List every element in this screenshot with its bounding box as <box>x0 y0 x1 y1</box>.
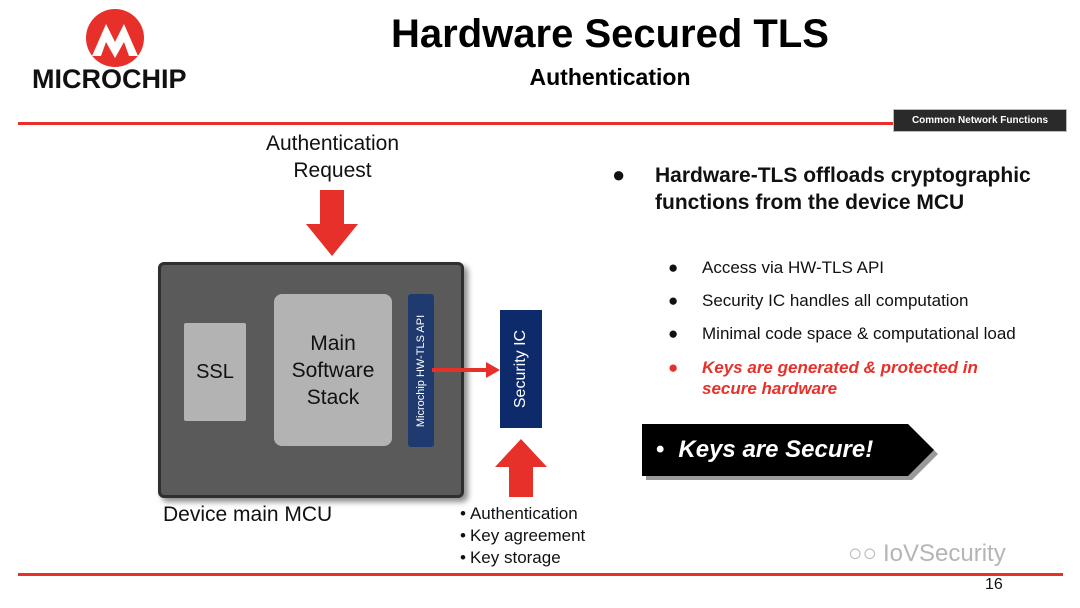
list-item: Key storage <box>460 547 585 569</box>
sub-point-highlight: Keys are generated & protected in secure… <box>702 358 978 398</box>
ssl-block: SSL <box>184 323 246 421</box>
down-arrow-icon <box>306 190 358 256</box>
list-item: Authentication <box>460 503 585 525</box>
auth-request-label: Authentication Request <box>265 132 400 182</box>
header-divider <box>18 122 893 125</box>
main-point: Hardware-TLS offloads cryptographic func… <box>655 164 1031 214</box>
sub-point: Access via HW-TLS API <box>702 258 885 277</box>
section-tag: Common Network Functions <box>893 109 1067 132</box>
wechat-icon: ○○ <box>848 540 877 567</box>
main-software-stack-block: Main Software Stack <box>274 294 392 446</box>
bullet-icon: ● <box>668 358 679 377</box>
list-item: Key agreement <box>460 525 585 547</box>
bullet-icon: ● <box>612 162 626 187</box>
callout-banner <box>642 424 938 480</box>
security-ic-block <box>500 310 542 428</box>
slide-subtitle: Authentication <box>529 64 691 90</box>
brand-name: MICROCHIP <box>32 64 187 94</box>
security-functions-list: Authentication Key agreement Key storage <box>460 503 585 569</box>
right-arrow-icon <box>432 362 500 378</box>
up-arrow-icon <box>495 439 547 497</box>
page-number: 16 <box>985 576 1003 593</box>
bullet-icon: ● <box>668 324 679 343</box>
microchip-logo-icon <box>86 9 144 67</box>
sub-point: Security IC handles all computation <box>702 291 969 310</box>
hw-tls-api-label: Microchip HW-TLS API <box>415 314 427 427</box>
security-ic-label: Security IC <box>512 329 529 409</box>
bullet-icon: ● <box>668 291 679 310</box>
callout-text: •Keys are Secure! <box>656 436 874 463</box>
bullet-icon: ● <box>668 258 679 277</box>
device-mcu-label: Device main MCU <box>163 503 333 526</box>
sub-point: Minimal code space & computational load <box>702 324 1016 343</box>
footer-divider <box>18 573 1063 576</box>
watermark: ○○IoVSecurity <box>848 540 1006 567</box>
hw-tls-api-block <box>408 294 434 447</box>
slide-title: Hardware Secured TLS <box>391 12 829 56</box>
